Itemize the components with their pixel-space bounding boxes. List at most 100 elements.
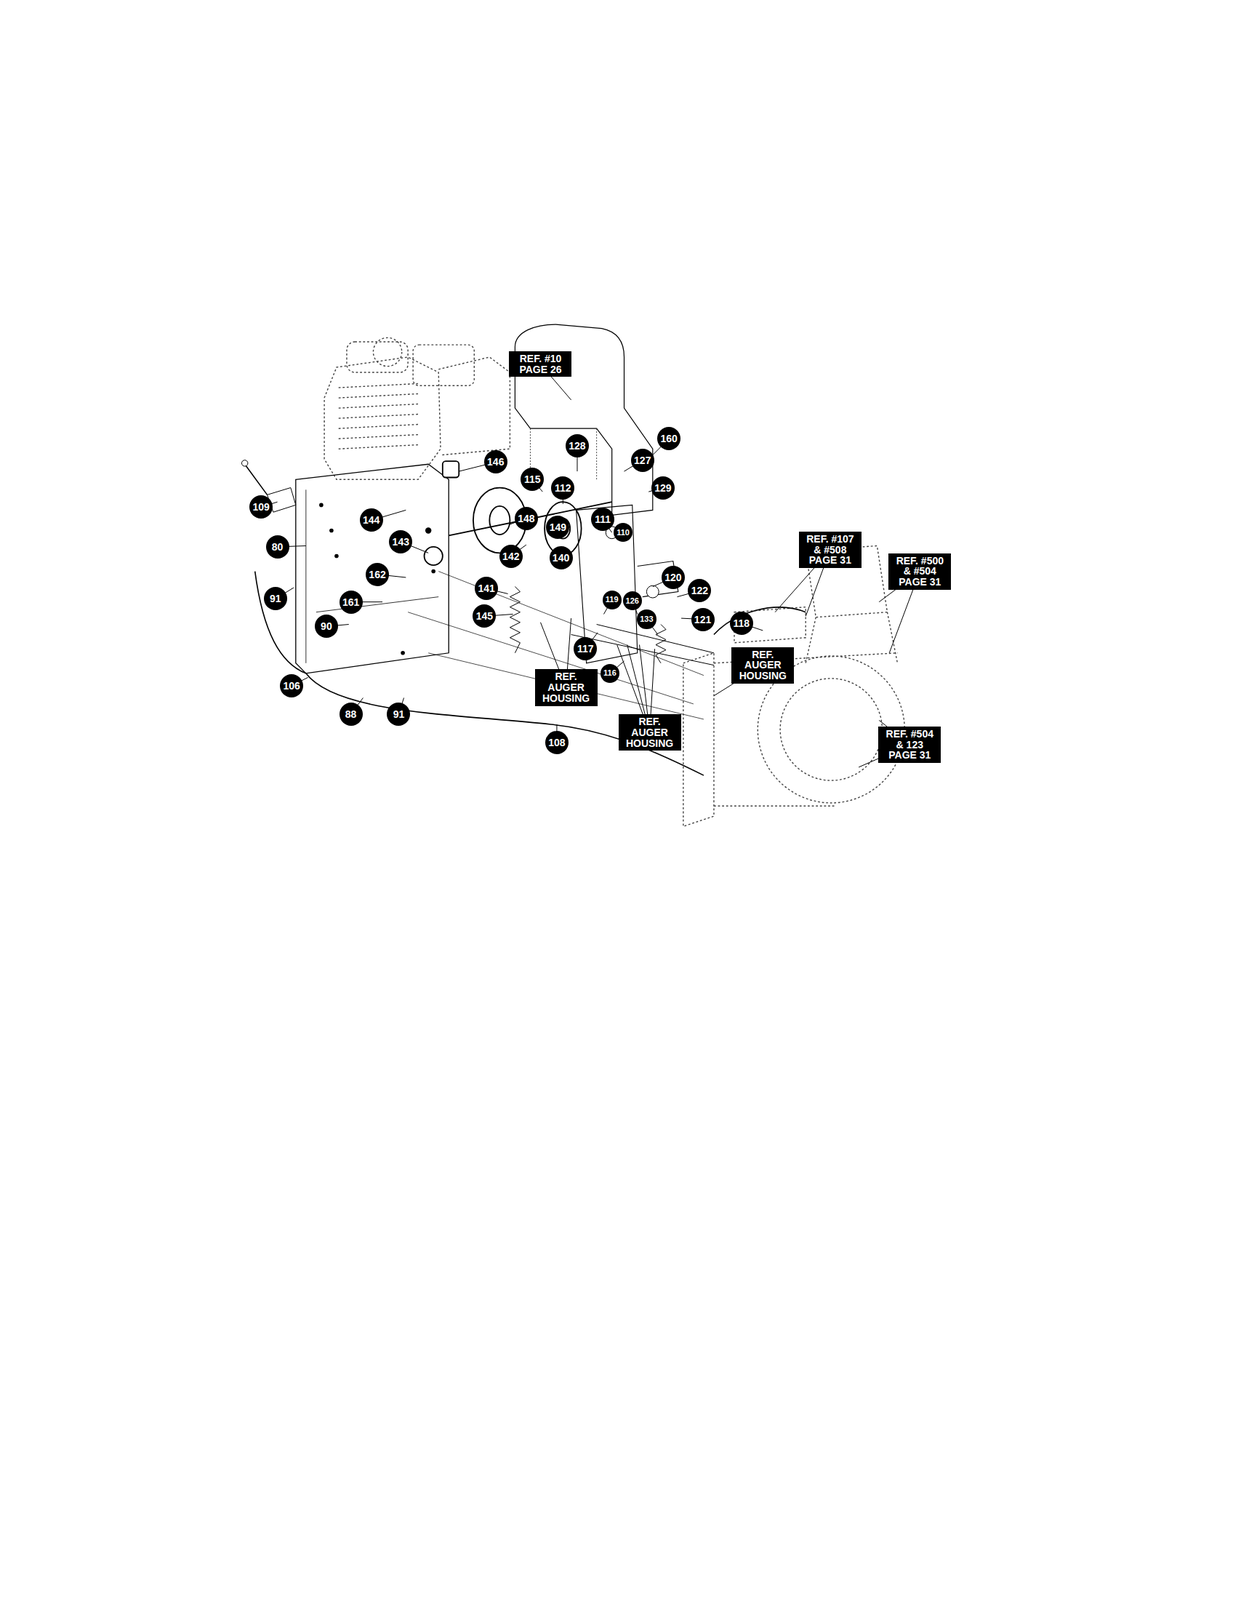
callout-number: 119 (602, 590, 622, 610)
cable-end (245, 463, 268, 495)
callout-number: 120 (661, 565, 685, 589)
callout-number: 140 (549, 545, 573, 570)
guide-line (407, 571, 704, 720)
callout-number: 91 (386, 702, 411, 726)
callout-number: 88 (339, 702, 363, 726)
reference-box: REF. AUGER HOUSING (618, 713, 682, 751)
callout-text: 127 (633, 455, 651, 466)
callout-number: 122 (687, 578, 712, 602)
reference-box: REF. AUGER HOUSING (535, 668, 598, 706)
callout-text: 121 (694, 614, 712, 625)
callout-number: 133 (636, 609, 656, 629)
callout-text: 119 (605, 595, 619, 604)
auger-housing (683, 545, 905, 826)
callout-number: 160 (657, 426, 681, 451)
callout-text: 122 (691, 585, 709, 596)
callout-number: 116 (600, 663, 620, 683)
callout-text: 149 (549, 521, 567, 533)
callout-text: 91 (269, 593, 282, 604)
reference-text: REF. #107 & #508 PAGE 31 (806, 532, 854, 566)
reference-box: REF. AUGER HOUSING (731, 647, 794, 684)
callout-text: 80 (271, 541, 284, 552)
engine-cap (372, 337, 402, 366)
reference-text: REF. AUGER HOUSING (542, 670, 590, 704)
callout-text: 91 (393, 708, 405, 720)
callout-text: 106 (283, 680, 301, 691)
callout-number: 111 (591, 507, 615, 531)
cable (713, 607, 806, 635)
callout-number: 143 (388, 529, 413, 554)
callout-text: 117 (577, 643, 594, 654)
callout-number: 148 (514, 506, 538, 530)
callout-number: 127 (631, 448, 655, 472)
reference-text: REF. AUGER HOUSING (739, 648, 787, 682)
callout-text: 148 (517, 513, 535, 524)
callout-text: 162 (368, 569, 386, 580)
callout-number: 128 (565, 434, 589, 458)
callout-text: 109 (252, 501, 269, 512)
callout-text: 112 (554, 482, 572, 493)
washer (646, 585, 659, 598)
reference-box: REF. #107 & #508 PAGE 31 (798, 531, 862, 568)
callout-number: 90 (314, 614, 339, 638)
engine-top (346, 341, 408, 373)
engine-fins (338, 383, 419, 449)
engine-block (324, 356, 441, 480)
engine (324, 337, 510, 480)
callout-number: 146 (484, 450, 508, 474)
callout-text: 145 (476, 610, 493, 621)
callout-text: 110 (616, 528, 630, 537)
callout-number: 129 (651, 476, 675, 500)
callout-number: 110 (613, 522, 633, 542)
callout-text: 88 (345, 708, 357, 720)
callout-number: 141 (474, 576, 498, 600)
callout-text: 140 (552, 552, 570, 563)
cable-eye (241, 460, 248, 467)
reference-text: REF. #10 PAGE 26 (519, 352, 562, 376)
callout-text: 108 (548, 737, 565, 748)
callout-text: 146 (487, 456, 504, 467)
callout-number: 126 (623, 591, 642, 610)
reference-box: REF. #504 & 123 PAGE 31 (878, 726, 941, 763)
callout-text: 120 (664, 572, 682, 583)
callout-text: 128 (568, 440, 586, 451)
reference-box: REF. #500 & #504 PAGE 31 (888, 553, 951, 590)
callout-number: 144 (359, 508, 384, 532)
belt-cover (514, 324, 653, 515)
callout-text: 160 (660, 433, 678, 444)
callout-text: 144 (362, 514, 380, 525)
callout-text: 116 (603, 668, 617, 677)
callout-number: 106 (279, 673, 304, 698)
plate-edge (306, 489, 439, 663)
reference-text: REF. AUGER HOUSING (625, 715, 674, 749)
callout-number: 145 (472, 604, 496, 628)
callout-number: 161 (339, 590, 363, 614)
plate-holes (319, 503, 436, 656)
reference-text: REF. #500 & #504 PAGE 31 (896, 554, 944, 588)
callout-text: 115 (524, 474, 541, 485)
callout-number: 80 (266, 535, 290, 559)
callout-number: 118 (729, 611, 754, 635)
callout-number: 162 (365, 562, 389, 586)
engine-tank (412, 344, 475, 386)
callout-number: 149 (545, 515, 570, 539)
callout-number: 91 (263, 586, 288, 610)
callout-text: 126 (625, 596, 640, 605)
callout-text: 141 (477, 583, 495, 594)
callout-number: 112 (551, 476, 575, 500)
spring (509, 586, 520, 653)
callout-number: 115 (520, 467, 544, 491)
callout-text: 161 (342, 596, 360, 608)
reference-text: REF. #504 & 123 PAGE 31 (886, 727, 934, 761)
cable (255, 571, 704, 776)
callout-text: 133 (639, 615, 653, 624)
callout-number: 108 (545, 730, 569, 754)
frame-plate (295, 463, 449, 674)
illustration-group (241, 324, 905, 826)
callout-number: 121 (691, 607, 715, 632)
rod (571, 624, 714, 666)
